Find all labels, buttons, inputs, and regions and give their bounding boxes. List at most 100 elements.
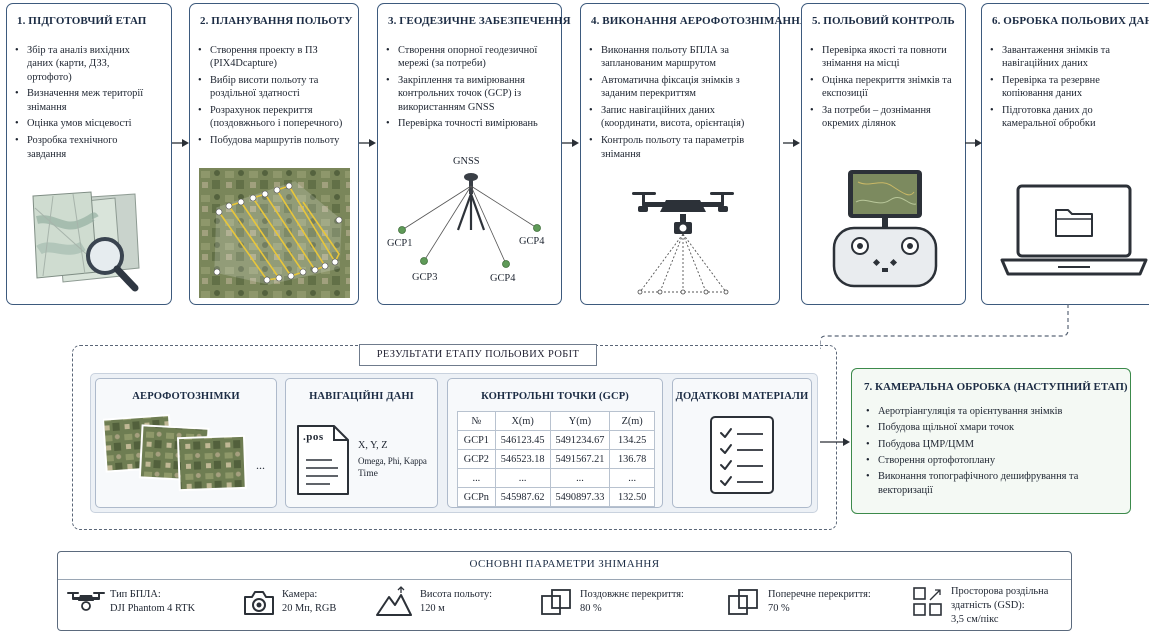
gsd-value: 3,5 см/пікс (951, 614, 999, 625)
gcp-table: № X(m) Y(m) Z(m) GCP1 546123.45 5491234.… (457, 411, 655, 507)
parameters-title: ОСНОВНІ ПАРАМЕТРИ ЗНІМАННЯ (469, 558, 660, 570)
column-header: Z(m) (609, 411, 655, 431)
list-item: Контроль польоту та параметрів знімання (589, 134, 759, 161)
list-item: За потреби – дознімання окремих ділянок (810, 104, 958, 131)
stage-title: 2. ПЛАНУВАННЯ ПОЛЬОТУ (200, 15, 353, 27)
connector-line (820, 304, 1069, 349)
stage-list: Створення опорної геодезичної мережі (за… (386, 44, 553, 134)
forward-overlap-label: Поздовжнє перекриття: (580, 589, 684, 600)
mountain-height-icon (376, 586, 412, 616)
arrow-icon (172, 139, 189, 147)
stage-5: 5. ПОЛЬОВИЙ КОНТРОЛЬ Перевірка якості та… (801, 3, 966, 305)
gcp-point-label: GCP4 (490, 273, 516, 284)
more-photos-label: ... (256, 458, 265, 472)
list-item: Аеротріангуляція та орієнтування знімків (866, 405, 1126, 420)
list-item: Вибір висоти польоту та роздільної здатн… (198, 74, 338, 101)
gnss-tripod-icon (398, 173, 541, 268)
stage-1: 1. ПІДГОТОВЧИЙ ЕТАП Збір та аналіз вихід… (6, 3, 172, 305)
maps-magnifier-icon (32, 191, 140, 292)
table-cell: 132.50 (609, 487, 655, 507)
gcp-point-label: GCP4 (519, 236, 545, 247)
table-cell: ... (549, 468, 611, 488)
camera-icon (244, 591, 274, 615)
list-item: Створення ортофотоплану (866, 454, 1126, 469)
stage-list: Створення проекту в ПЗ (PIX4Dcapture) Ви… (198, 44, 350, 151)
list-item: Перевірка якості та повноти знімання на … (810, 44, 958, 71)
column-header: Y(m) (549, 411, 611, 431)
side-overlap-value: 70 % (768, 603, 790, 614)
stage-title: 6. ОБРОБКА ПОЛЬОВИХ ДАНИХ (992, 15, 1149, 27)
table-cell: 5490897.33 (549, 487, 611, 507)
gcp-point-label: GCP3 (412, 272, 438, 283)
list-item: Розрахунок перекриття (поздовжнього і по… (198, 104, 350, 131)
stage-list: Виконання польоту БПЛА за запланованим м… (589, 44, 771, 164)
column-header: X(m) (494, 411, 551, 431)
table-cell: ... (494, 468, 551, 488)
nav-file-label: .pos (303, 431, 324, 443)
arrow-icon (965, 139, 982, 147)
flight-height-value: 120 м (420, 603, 445, 614)
results-tag: РЕЗУЛЬТАТИ ЕТАПУ ПОЛЬОВИХ РОБІТ (359, 344, 597, 366)
flight-plan-map (199, 168, 350, 298)
table-cell: 134.25 (609, 430, 655, 450)
camera-value: 20 Мп, RGB (282, 603, 337, 614)
nav-field: X, Y, Z (358, 440, 388, 451)
stage-list: Перевірка якості та повноти знімання на … (810, 44, 957, 134)
stage-2: 2. ПЛАНУВАННЯ ПОЛЬОТУ Створення проекту … (189, 3, 359, 305)
card-title: НАВІГАЦІЙНІ ДАНІ (309, 391, 414, 402)
nav-field: Omega, Phi, Kappa (358, 456, 427, 466)
list-item: Побудова ЦМР/ЦММ (866, 438, 1126, 453)
list-item: Виконання топографічного дешифрування та… (866, 470, 1096, 499)
card-title: АЕРОФОТОЗНІМКИ (132, 391, 240, 402)
table-row: GCP2 546523.18 5491567.21 136.78 (457, 449, 655, 469)
gsd-grid-icon (913, 587, 942, 616)
forward-overlap-icon (541, 589, 571, 615)
list-item: Побудова маршрутів польоту (198, 134, 350, 148)
camera-stage: 7. КАМЕРАЛЬНА ОБРОБКА (НАСТУПНИЙ ЕТАП) А… (851, 368, 1131, 514)
list-item: Виконання польоту БПЛА за запланованим м… (589, 44, 749, 71)
card-title: ДОДАТКОВІ МАТЕРІАЛИ (675, 391, 809, 402)
camera-label: Камера: (282, 589, 318, 600)
arrow-icon (783, 139, 800, 147)
checklist-icon (710, 416, 774, 494)
stage-list: Завантаження знімків та навігаційних дан… (990, 44, 1148, 134)
list-item: Закріплення та вимірювання контрольних т… (386, 74, 546, 114)
drone-type-label: Тип БПЛА: (110, 589, 161, 600)
nav-field: Time (358, 468, 378, 479)
aerial-photos-icon (103, 414, 247, 492)
list-item: Автоматична фіксація знімків з заданим п… (589, 74, 764, 101)
gnss-label: GNSS (453, 156, 480, 167)
parameters-panel: ОСНОВНІ ПАРАМЕТРИ ЗНІМАННЯ (57, 551, 1072, 631)
table-row: GCP1 546123.45 5491234.67 134.25 (457, 430, 655, 450)
divider (58, 579, 1071, 580)
arrow-icon (359, 139, 376, 147)
table-cell: ... (609, 468, 655, 488)
stage-4: 4. ВИКОНАННЯ АЕРОФОТОЗНІМАННЯ Виконання … (580, 3, 808, 305)
arrow-icon (820, 438, 850, 446)
drone-icon (67, 592, 105, 611)
table-cell: GCP1 (457, 430, 496, 450)
stage-3: 3. ГЕОДЕЗИЧНЕ ЗАБЕЗПЕЧЕННЯ Створення опо… (377, 3, 571, 305)
drone-type-value: DJI Phantom 4 RTK (110, 603, 196, 614)
table-row: ... ... ... ... (457, 468, 655, 488)
side-overlap-icon (728, 589, 758, 615)
drone-camera-icon (632, 192, 734, 295)
stage-title: 1. ПІДГОТОВЧИЙ ЕТАП (17, 15, 147, 27)
table-cell: 546523.18 (494, 449, 551, 469)
list-item: Підготовка даних до камеральної обробки (990, 104, 1148, 131)
stage-list: Збір та аналіз вихідних даних (карти, ДЗ… (15, 44, 163, 164)
forward-overlap-value: 80 % (580, 603, 602, 614)
list-item: Розробка технічного завдання (15, 134, 155, 161)
laptop-folder-icon (1000, 184, 1148, 276)
flight-height-label: Висота польоту: (420, 589, 492, 600)
table-cell: ... (457, 468, 496, 488)
list-item: Побудова щільної хмари точок (866, 421, 1126, 436)
list-item: Оцінка перекриття знімків та експозиції (810, 74, 958, 101)
list-item: Перевірка точності вимірювань (386, 117, 553, 131)
table-cell: 5491567.21 (549, 449, 611, 469)
camera-stage-title: 7. КАМЕРАЛЬНА ОБРОБКА (НАСТУПНИЙ ЕТАП) (864, 381, 1128, 393)
side-overlap-label: Поперечне перекриття: (768, 589, 871, 600)
stage-title: 5. ПОЛЬОВИЙ КОНТРОЛЬ (812, 15, 955, 27)
document-icon (297, 425, 349, 495)
remote-controller-icon (832, 170, 938, 288)
